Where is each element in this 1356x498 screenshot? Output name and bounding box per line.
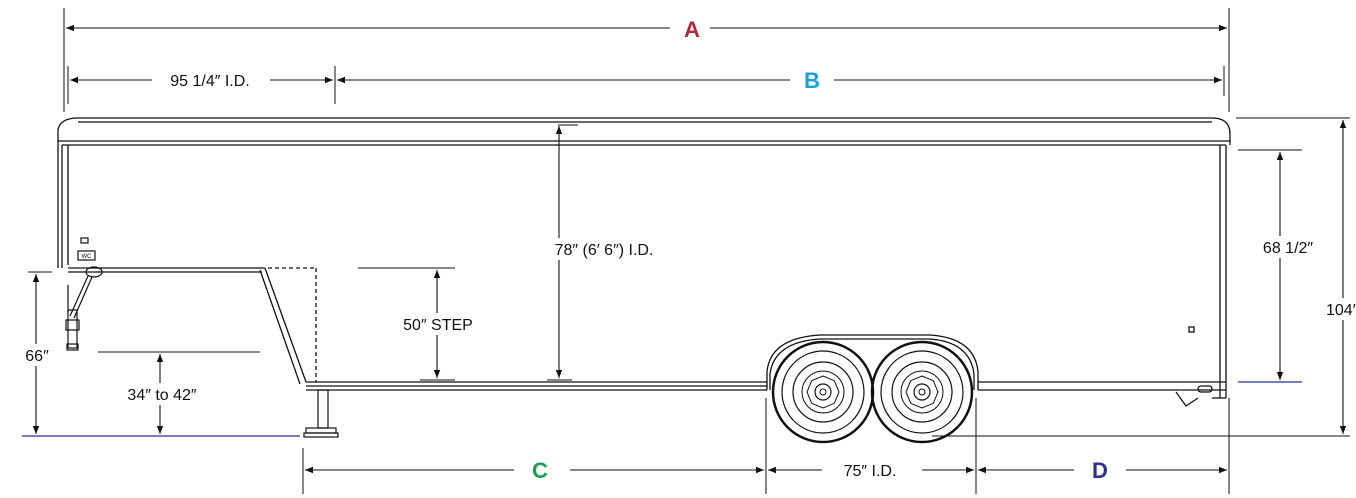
nose-details <box>65 237 103 351</box>
label-axle-spread: 75″ I.D. <box>844 463 897 480</box>
label-a: A <box>684 17 700 42</box>
coupler-arm <box>69 275 89 317</box>
extension-lines <box>28 8 1350 494</box>
wc-badge-label: WC <box>82 254 93 260</box>
label-step-height: 50″ STEP <box>403 317 473 334</box>
vent-icon <box>80 237 89 244</box>
wheel-front <box>771 340 875 444</box>
label-backgrounds <box>22 14 1356 482</box>
label-b: B <box>804 68 820 93</box>
label-interior-height: 78″ (6′ 6″) I.D. <box>555 242 654 259</box>
coupler-jack-icon <box>67 309 78 349</box>
label-coupler-height: 66″ <box>25 348 49 365</box>
label-rear-door-height: 68 1/2″ <box>1263 240 1313 257</box>
label-c: C <box>532 458 548 483</box>
wc-badge <box>77 250 96 261</box>
wheel-rear <box>870 340 974 444</box>
landing-jack <box>303 389 339 438</box>
label-front-inside-length: 95 1/4″ I.D. <box>170 73 249 90</box>
trailer-outline <box>57 117 1231 407</box>
dimension-arrows <box>32 24 1347 474</box>
label-deck-height: 34″ to 42″ <box>127 387 196 404</box>
label-overall-height: 104″ <box>1326 302 1356 319</box>
fender <box>766 334 979 390</box>
roof-cap <box>57 117 1231 145</box>
label-d: D <box>1092 458 1108 483</box>
coupler-light <box>85 266 103 278</box>
